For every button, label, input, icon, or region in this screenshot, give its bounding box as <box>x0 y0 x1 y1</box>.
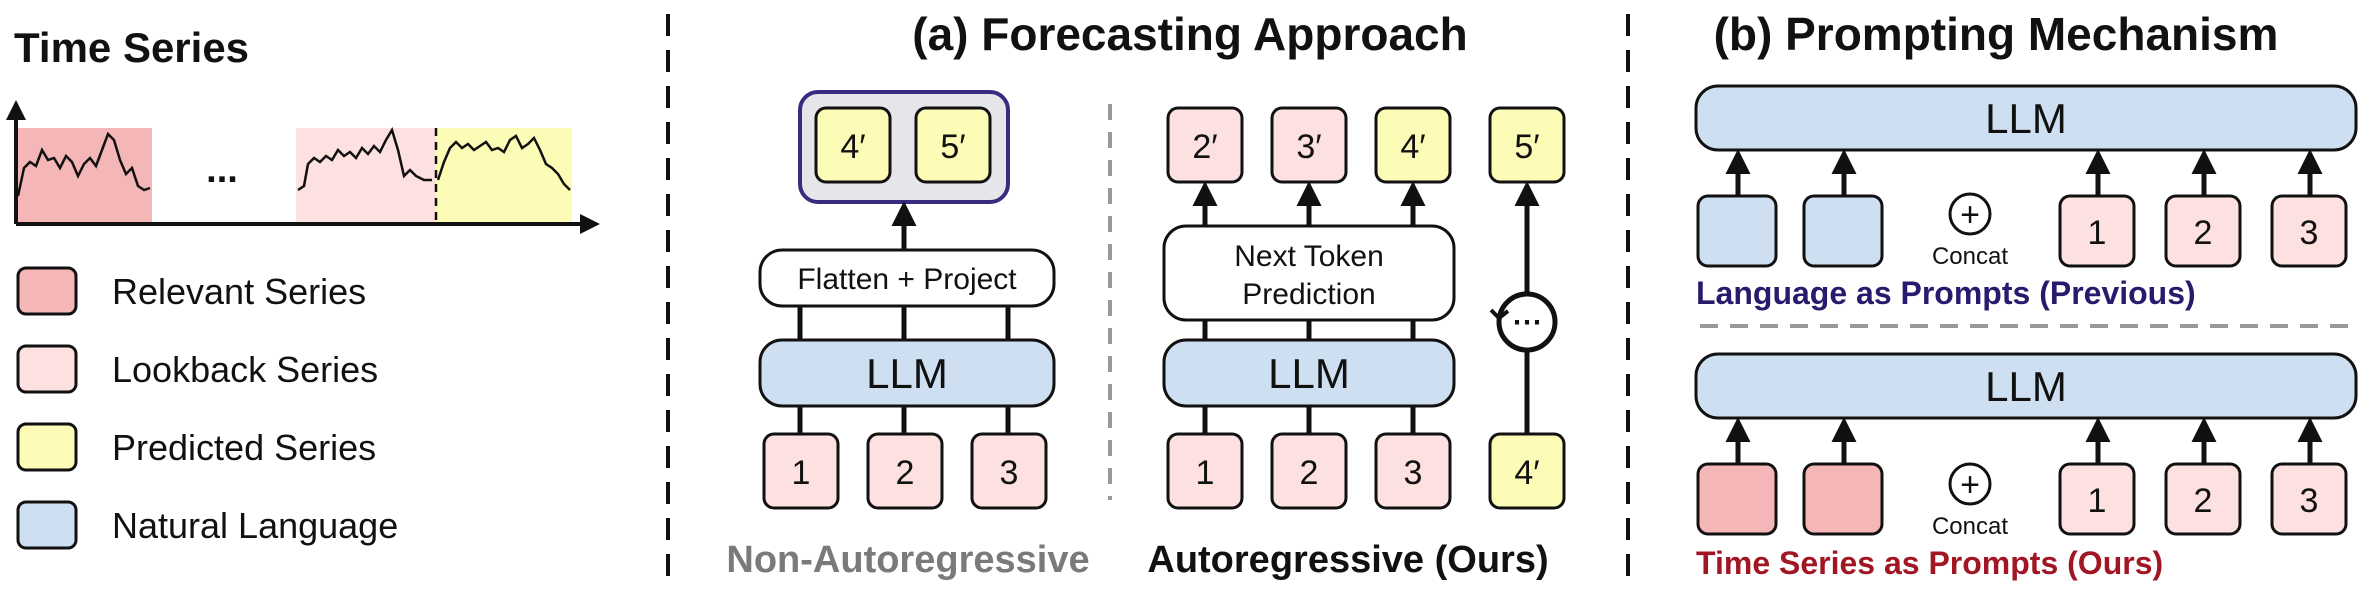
tp-input-token-3-label: 3 <box>2300 482 2319 520</box>
prompting-panel: (b) Prompting Mechanism LLM + Concat 1 2… <box>1694 8 2358 581</box>
input-token-2 <box>866 432 944 510</box>
time-series-title: Time Series <box>14 24 249 71</box>
non-autoregressive-caption: Non-Autoregressive <box>726 539 1089 581</box>
llm-block-non-ar <box>758 338 1056 408</box>
language-prompt-caption: Language as Prompts (Previous) <box>1696 275 2196 311</box>
loop-icon-arrowhead <box>1489 308 1510 320</box>
input-token-1 <box>762 432 840 510</box>
lp-input-token-3 <box>2270 194 2348 268</box>
input-token-3-label: 3 <box>1000 454 1019 492</box>
series-ellipsis: ... <box>206 149 238 191</box>
lp-concat-label: Concat <box>1932 243 2008 270</box>
output-token-5 <box>914 106 992 184</box>
forecasting-title: (a) Forecasting Approach <box>912 8 1467 60</box>
legend: Relevant Series Lookback Series Predicte… <box>16 266 398 550</box>
tp-input-token-1-label: 1 <box>2088 482 2107 520</box>
lp-input-token-2-label: 2 <box>2194 214 2213 252</box>
legend-label-lookback: Lookback Series <box>112 349 378 390</box>
llm-label-language-prompt: LLM <box>1985 95 2067 142</box>
flatten-project-box <box>758 248 1056 308</box>
tp-relevant-token-1 <box>1696 462 1778 536</box>
legend-label-language: Natural Language <box>112 505 398 546</box>
ar-input-token-2 <box>1270 432 1348 510</box>
loop-icon <box>1496 291 1558 353</box>
tp-relevant-token-2 <box>1802 462 1884 536</box>
ar-output-token-2-label: 2′ <box>1192 128 1217 166</box>
legend-swatch-language <box>16 500 78 550</box>
llm-block-ts-prompt <box>1694 352 2358 420</box>
lp-concat-symbol: + <box>1960 196 1980 234</box>
ar-input-token-1 <box>1166 432 1244 510</box>
legend-label-relevant: Relevant Series <box>112 271 366 312</box>
ar-input-token-3 <box>1374 432 1452 510</box>
llm-label-ar: LLM <box>1268 350 1350 397</box>
lp-input-token-2 <box>2164 194 2242 268</box>
autoregressive-caption: Autoregressive (Ours) <box>1147 539 1548 581</box>
tp-concat-symbol: + <box>1960 466 1980 504</box>
tp-concat-label: Concat <box>1932 513 2008 540</box>
ar-output-token-4-label: 4′ <box>1400 128 1425 166</box>
tp-input-token-2-label: 2 <box>2194 482 2213 520</box>
time-series-prompt-caption: Time Series as Prompts (Ours) <box>1696 545 2163 581</box>
llm-block-language-prompt <box>1694 84 2358 152</box>
llm-label-non-ar: LLM <box>866 350 948 397</box>
non-autoregressive-diagram: 4′ 5′ Flatten + Project LLM 1 2 3 Non-Au… <box>726 90 1090 581</box>
lp-input-token-1-label: 1 <box>2088 214 2107 252</box>
legend-swatch-predicted <box>16 422 78 472</box>
output-token-5-label: 5′ <box>940 128 965 166</box>
loop-ellipsis: ⋯ <box>1512 306 1542 339</box>
tp-input-token-1 <box>2058 462 2136 536</box>
lp-language-token-2 <box>1802 194 1884 268</box>
input-token-1-label: 1 <box>792 454 811 492</box>
output-token-4 <box>814 106 892 184</box>
llm-label-ts-prompt: LLM <box>1985 363 2067 410</box>
ar-input-token-2-label: 2 <box>1300 454 1319 492</box>
legend-label-predicted: Predicted Series <box>112 427 376 468</box>
output-token-4-label: 4′ <box>840 128 865 166</box>
relevant-series-line <box>16 131 151 197</box>
lp-input-token-3-label: 3 <box>2300 214 2319 252</box>
prompting-title: (b) Prompting Mechanism <box>1714 8 2279 60</box>
ar-output-token-3-label: 3′ <box>1296 128 1321 166</box>
ar-input-token-3-label: 3 <box>1404 454 1423 492</box>
next-token-label-line2: Prediction <box>1242 278 1375 311</box>
input-token-2-label: 2 <box>896 454 915 492</box>
ar-feedback-token-4-label: 4′ <box>1514 454 1539 492</box>
ar-output-token-5-label: 5′ <box>1514 128 1539 166</box>
time-series-prompt-diagram: LLM + Concat 1 2 3 Time Series as Prompt… <box>1694 352 2358 581</box>
time-series-panel: Time Series ... Relevant Series Lookback… <box>5 24 600 550</box>
predicted-series-line <box>436 134 571 191</box>
ar-input-token-1-label: 1 <box>1196 454 1215 492</box>
lp-concat-icon <box>1948 192 1992 236</box>
forecasting-panel: (a) Forecasting Approach 4′ 5′ Flatten +… <box>726 8 1566 581</box>
lp-language-token-1 <box>1696 194 1778 268</box>
flatten-project-label: Flatten + Project <box>797 263 1017 296</box>
tp-concat-icon <box>1948 462 1992 506</box>
input-token-3 <box>970 432 1048 510</box>
relevant-region <box>16 128 152 224</box>
legend-swatch-relevant <box>16 266 78 316</box>
legend-swatch-lookback <box>16 344 78 394</box>
language-prompt-diagram: LLM + Concat 1 2 3 Language as Prompts (… <box>1694 84 2358 311</box>
autoregressive-diagram: 2′ 3′ 4′ 5′ Next Token Prediction LLM 1 <box>1147 106 1566 581</box>
next-token-label-line1: Next Token <box>1234 240 1384 273</box>
tp-input-token-3 <box>2270 462 2348 536</box>
lookback-region <box>296 128 436 224</box>
tp-input-token-2 <box>2164 462 2242 536</box>
lookback-series-line <box>297 126 432 192</box>
lp-input-token-1 <box>2058 194 2136 268</box>
